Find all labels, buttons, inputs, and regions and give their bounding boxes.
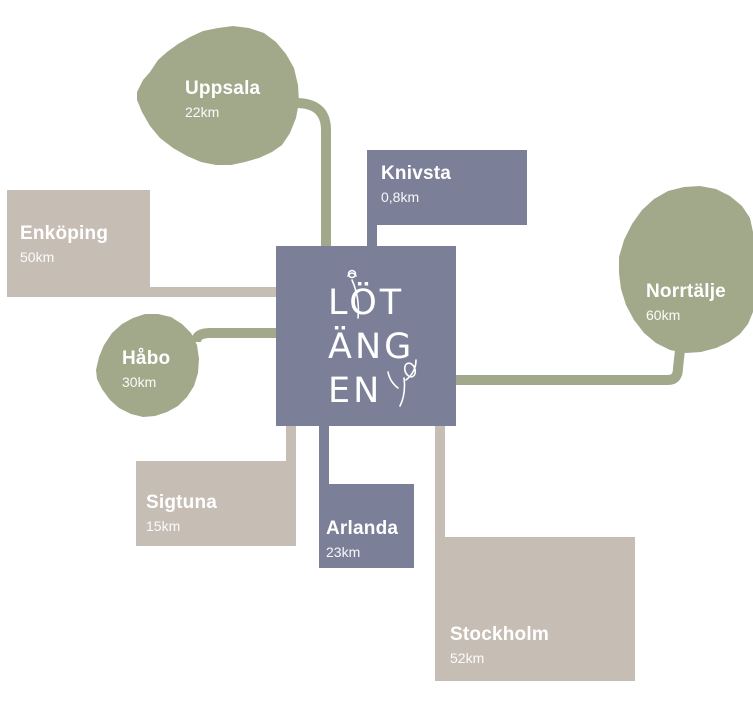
- sigtuna-box: [136, 461, 296, 546]
- stockholm-box: [435, 537, 635, 681]
- knivsta-box: [367, 150, 527, 225]
- enkoping-box: [7, 190, 150, 297]
- arlanda-name: Arlanda: [326, 518, 399, 539]
- habo-name: Håbo: [122, 348, 171, 369]
- knivsta-distance: 0,8km: [381, 189, 420, 205]
- leaf-uppsala: [137, 26, 299, 165]
- habo-distance: 30km: [122, 374, 157, 390]
- leaf-habo: [96, 314, 199, 417]
- uppsala-label: Uppsala 22km: [185, 78, 260, 120]
- enkoping-name: Enköping: [20, 223, 109, 244]
- flower-sprig-icon: [347, 269, 417, 407]
- sigtuna-distance: 15km: [146, 518, 181, 534]
- uppsala-distance: 22km: [185, 104, 220, 120]
- stockholm-name: Stockholm: [450, 624, 549, 645]
- connector-uppsala: [295, 98, 331, 248]
- logo-line-3: EN: [328, 371, 383, 411]
- arlanda-box: [319, 484, 414, 568]
- loteangen-logo: LÖT ÄNG EN: [276, 246, 456, 426]
- stockholm-distance: 52km: [450, 650, 485, 666]
- knivsta-name: Knivsta: [381, 163, 452, 184]
- connector-habo: [191, 328, 278, 343]
- enkoping-distance: 50km: [20, 249, 55, 265]
- leaf-norrtalje: [619, 186, 753, 353]
- arlanda-label: Arlanda 23km: [326, 518, 398, 560]
- uppsala-name: Uppsala: [185, 78, 261, 99]
- norrtalje-label: Norrtälje 60km: [646, 281, 726, 323]
- logo-line-1: LÖT: [328, 283, 405, 323]
- arlanda-distance: 23km: [326, 544, 361, 560]
- habo-label: Håbo 30km: [122, 348, 170, 390]
- stockholm-label: Stockholm 52km: [450, 624, 549, 666]
- norrtalje-name: Norrtälje: [646, 281, 726, 302]
- sigtuna-name: Sigtuna: [146, 492, 218, 513]
- logo-line-2: ÄNG: [328, 327, 415, 367]
- enkoping-label: Enköping 50km: [20, 223, 108, 265]
- knivsta-label: Knivsta 0,8km: [381, 163, 451, 205]
- connector-norrtalje: [454, 349, 685, 385]
- sigtuna-label: Sigtuna 15km: [146, 492, 217, 534]
- norrtalje-distance: 60km: [646, 307, 681, 323]
